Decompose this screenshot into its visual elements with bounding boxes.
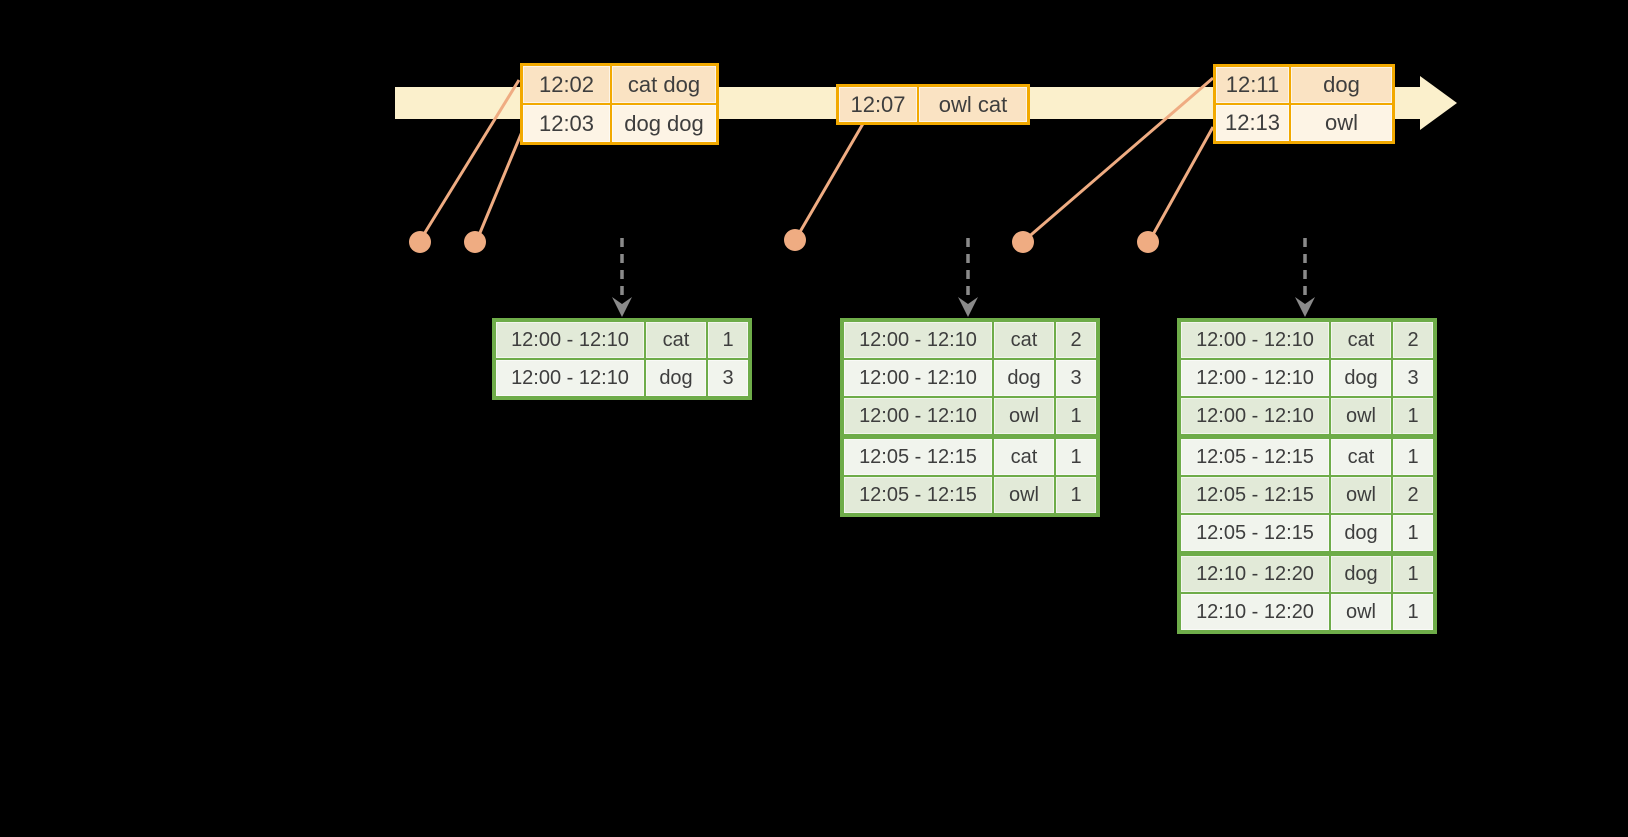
window-cell: 12:00 - 12:10: [1181, 322, 1329, 358]
event-row: 12:13 owl: [1216, 105, 1392, 141]
result-row: 12:00 - 12:10 cat 2: [1181, 322, 1433, 358]
window-cell: 12:00 - 12:10: [844, 360, 992, 396]
result-row: 12:05 - 12:15 cat 1: [844, 439, 1096, 475]
word-cell: dog: [1331, 515, 1391, 551]
count-cell: 3: [1056, 360, 1096, 396]
event-row: 12:11 dog: [1216, 67, 1392, 103]
event-row: 12:07 owl cat: [839, 87, 1027, 122]
timeline-arrowhead-icon: [1420, 76, 1457, 130]
word-cell: cat: [1331, 439, 1391, 475]
connector-line: [475, 126, 526, 241]
event-time: 12:11: [1216, 67, 1289, 103]
event-row: 12:02 cat dog: [523, 66, 716, 103]
event-words: dog dog: [612, 105, 716, 142]
word-cell: dog: [1331, 556, 1391, 592]
window-cell: 12:00 - 12:10: [1181, 398, 1329, 434]
window-cell: 12:00 - 12:10: [844, 398, 992, 434]
word-cell: cat: [994, 322, 1054, 358]
count-cell: 2: [1056, 322, 1096, 358]
event-dot: [1012, 231, 1034, 253]
count-cell: 1: [1056, 398, 1096, 434]
result-row: 12:10 - 12:20 owl 1: [1181, 594, 1433, 630]
window-cell: 12:05 - 12:15: [1181, 477, 1329, 513]
window-cell: 12:00 - 12:10: [496, 322, 644, 358]
result-row: 12:00 - 12:10 dog 3: [496, 360, 748, 396]
connector-line: [1024, 76, 1214, 242]
word-cell: dog: [1331, 360, 1391, 396]
result-row: 12:00 - 12:10 cat 2: [844, 322, 1096, 358]
result-row: 12:05 - 12:15 cat 1: [1181, 439, 1433, 475]
window-cell: 12:05 - 12:15: [844, 439, 992, 475]
arrow-down-icon: [612, 297, 632, 317]
window-cell: 12:00 - 12:10: [1181, 360, 1329, 396]
count-cell: 1: [1056, 439, 1096, 475]
window-cell: 12:10 - 12:20: [1181, 556, 1329, 592]
dashed-arrow: [1295, 238, 1315, 317]
window-cell: 12:00 - 12:10: [496, 360, 644, 396]
count-cell: 2: [1393, 322, 1433, 358]
event-table-batch-2: 12:07 owl cat: [836, 84, 1030, 125]
word-cell: owl: [994, 398, 1054, 434]
event-time: 12:13: [1216, 105, 1289, 141]
result-row: 12:05 - 12:15 dog 1: [1181, 515, 1433, 551]
window-cell: 12:05 - 12:15: [1181, 515, 1329, 551]
window-cell: 12:10 - 12:20: [1181, 594, 1329, 630]
event-time: 12:03: [523, 105, 610, 142]
window-cell: 12:00 - 12:10: [844, 322, 992, 358]
count-cell: 1: [1393, 398, 1433, 434]
result-table-3: 12:00 - 12:10 cat 2 12:00 - 12:10 dog 3 …: [1177, 318, 1437, 634]
count-cell: 1: [1393, 439, 1433, 475]
arrow-down-icon: [958, 297, 978, 317]
word-cell: dog: [646, 360, 706, 396]
word-cell: dog: [994, 360, 1054, 396]
event-row: 12:03 dog dog: [523, 105, 716, 142]
connector-line: [419, 79, 521, 240]
count-cell: 1: [1393, 594, 1433, 630]
result-row: 12:00 - 12:10 cat 1: [496, 322, 748, 358]
count-cell: 3: [1393, 360, 1433, 396]
event-table-batch-3: 12:11 dog 12:13 owl: [1213, 64, 1395, 144]
event-time: 12:02: [523, 66, 610, 103]
arrow-down-icon: [1295, 297, 1315, 317]
result-row: 12:05 - 12:15 owl 1: [844, 477, 1096, 513]
count-cell: 3: [708, 360, 748, 396]
result-table-2: 12:00 - 12:10 cat 2 12:00 - 12:10 dog 3 …: [840, 318, 1100, 517]
count-cell: 1: [1393, 515, 1433, 551]
event-dot: [784, 229, 806, 251]
event-table-batch-1: 12:02 cat dog 12:03 dog dog: [520, 63, 719, 145]
count-cell: 2: [1393, 477, 1433, 513]
event-time: 12:07: [839, 87, 917, 122]
result-row: 12:00 - 12:10 owl 1: [844, 398, 1096, 434]
event-dot: [1137, 231, 1159, 253]
word-cell: owl: [1331, 477, 1391, 513]
result-row: 12:10 - 12:20 dog 1: [1181, 556, 1433, 592]
word-cell: cat: [1331, 322, 1391, 358]
word-cell: owl: [994, 477, 1054, 513]
dashed-arrow: [612, 238, 632, 317]
word-cell: owl: [1331, 594, 1391, 630]
count-cell: 1: [1393, 556, 1433, 592]
result-row: 12:00 - 12:10 owl 1: [1181, 398, 1433, 434]
word-cell: owl: [1331, 398, 1391, 434]
result-row: 12:00 - 12:10 dog 3: [1181, 360, 1433, 396]
connector-line: [795, 121, 866, 238]
event-words: dog: [1291, 67, 1392, 103]
dashed-arrow: [958, 238, 978, 317]
event-dot: [464, 231, 486, 253]
connector-line: [1148, 126, 1215, 241]
result-row: 12:05 - 12:15 owl 2: [1181, 477, 1433, 513]
event-dot: [409, 231, 431, 253]
result-row: 12:00 - 12:10 dog 3: [844, 360, 1096, 396]
event-words: owl: [1291, 105, 1392, 141]
count-cell: 1: [1056, 477, 1096, 513]
event-words: cat dog: [612, 66, 716, 103]
word-cell: cat: [646, 322, 706, 358]
window-cell: 12:05 - 12:15: [1181, 439, 1329, 475]
word-cell: cat: [994, 439, 1054, 475]
count-cell: 1: [708, 322, 748, 358]
result-table-1: 12:00 - 12:10 cat 1 12:00 - 12:10 dog 3: [492, 318, 752, 400]
window-cell: 12:05 - 12:15: [844, 477, 992, 513]
event-words: owl cat: [919, 87, 1027, 122]
